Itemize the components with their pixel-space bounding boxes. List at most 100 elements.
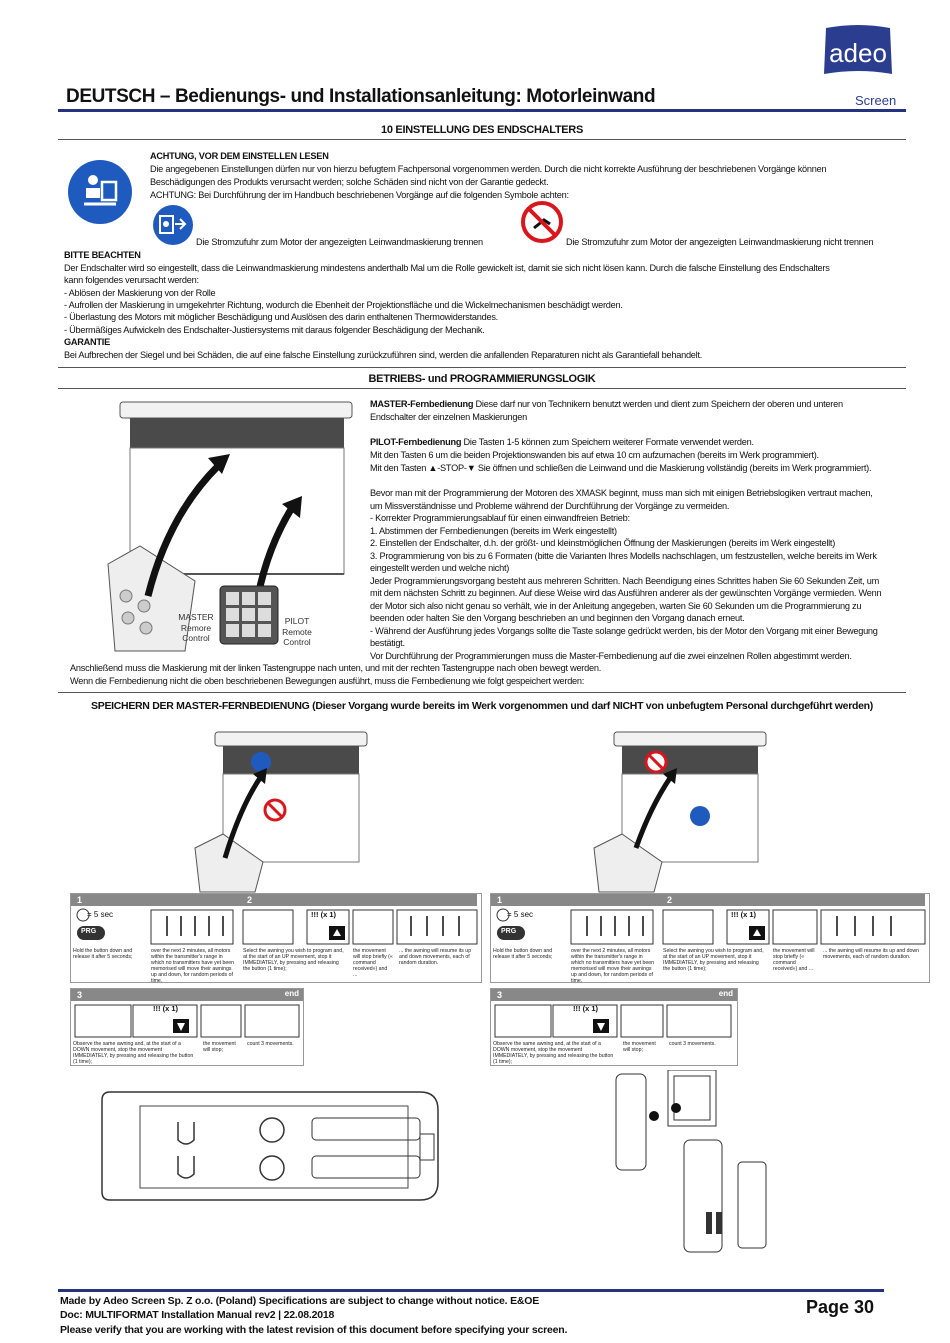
- section-title: SPEICHERN DER MASTER-FERNBEDIENUNG (Dies…: [91, 700, 873, 712]
- note-line: - Übermäßiges Aufwickeln des Endschalter…: [64, 325, 485, 335]
- step-number: 1: [71, 894, 243, 906]
- press-count: !!! (x 1): [153, 1004, 178, 1013]
- attention-line: ACHTUNG: Bei Durchführung der im Handbuc…: [150, 190, 569, 200]
- step-caption: the movement will stop;: [623, 1041, 656, 1053]
- master-remote-label: MASTER Remore Control: [178, 612, 214, 643]
- logic-line: - Korrekter Programmierungsablauf für ei…: [370, 513, 630, 523]
- warranty-text: Bei Aufbrechen der Siegel und bei Schäde…: [64, 350, 703, 360]
- step-caption: ... the awning will resume its up and do…: [823, 948, 920, 960]
- master-text-2: Endschalter der einzelnen Maskierungen: [370, 412, 527, 422]
- logic-line: Vor Durchführung der Programmierungen mu…: [370, 651, 852, 661]
- master-label: MASTER-Fernbedienung: [370, 399, 474, 409]
- logic-line: Jeder Programmierungsvorgang besteht aus…: [370, 576, 880, 586]
- prg-button-label: PRG: [81, 928, 97, 935]
- step-caption: over the next 2 minutes, all motors with…: [571, 948, 655, 984]
- step-number: 2: [241, 894, 477, 906]
- divider: [58, 367, 906, 368]
- pilot-paragraph: PILOT-Fernbedienung Die Tasten 1-5 könne…: [370, 436, 900, 449]
- attention-heading: ACHTUNG, VOR DEM EINSTELLEN LESEN: [150, 151, 329, 161]
- pilot-label: PILOT-Fernbedienung: [370, 437, 462, 447]
- logic-wide-line: Wenn die Fernbedienung nicht die oben be…: [70, 676, 585, 686]
- logic-line: 1. Abstimmen der Fernbedienungen (bereit…: [370, 526, 617, 536]
- note-line: - Überlastung des Motors mit möglicher B…: [64, 312, 498, 322]
- pilot-text: Die Tasten 1-5 können zum Speichern weit…: [461, 437, 755, 447]
- attention-line: Beschädigungen des Produkts verursacht w…: [150, 177, 549, 187]
- screen-illustration-right: [570, 728, 775, 893]
- divider: [58, 139, 906, 140]
- pilot-line: Mit den Tasten ▲-STOP-▼ Sie öffnen und s…: [370, 463, 872, 473]
- step-caption: Select the awning you wish to program an…: [663, 948, 764, 972]
- step-number: 1: [491, 894, 663, 906]
- step-caption: the movement will stop;: [203, 1041, 236, 1053]
- attention-line: Die angegebenen Einstellungen dürfen nur…: [150, 164, 827, 174]
- note-line: - Ablösen der Maskierung von der Rolle: [64, 288, 216, 298]
- step-caption: Observe the same awning and, at the star…: [73, 1041, 194, 1065]
- adeo-logo: adeo: [820, 24, 896, 86]
- logic-line: eingestellt werden und welche nicht): [370, 563, 510, 573]
- do-not-disconnect-icon: [520, 200, 564, 244]
- technician-icon: [68, 160, 132, 224]
- step-caption: over the next 2 minutes, all motors with…: [151, 948, 235, 984]
- step-number: 3: [71, 989, 303, 1001]
- logic-line: Bevor man mit der Programmierung der Mot…: [370, 488, 873, 498]
- step-caption: Select the awning you wish to program an…: [243, 948, 344, 972]
- step-caption: count 3 movements.: [669, 1041, 716, 1047]
- divider: [58, 388, 906, 389]
- logic-line: 3. Programmierung von bis zu 6 Formaten …: [370, 551, 877, 561]
- logic-line: beenden oder halten Sie den Vorgang besc…: [370, 613, 745, 623]
- screen-illustration-left: [165, 728, 370, 893]
- note-line: kann folgendes verursacht werden:: [64, 275, 199, 285]
- step-caption: Observe the same awning and, at the star…: [493, 1041, 614, 1065]
- logic-line: - Während der Ausführung jedes Vorgangs …: [370, 626, 878, 636]
- logic-line: bestätigt.: [370, 638, 405, 648]
- page-title: DEUTSCH – Bedienungs- und Installationsa…: [66, 86, 656, 107]
- step-caption: ... the awning will resume its up and do…: [399, 948, 472, 966]
- pilot-remote-label: PILOT Remote Control: [282, 616, 312, 647]
- step-caption: Hold the button down and release it afte…: [493, 948, 553, 960]
- step-caption: the movement will stop briefly (« comman…: [773, 948, 815, 972]
- prg-button-label: PRG: [501, 928, 517, 935]
- logic-line: mit dem nächsten Schritt zu beginnen. Au…: [370, 588, 882, 598]
- disconnect-power-icon: [152, 204, 194, 246]
- footer-line: Please verify that you are working with …: [60, 1324, 568, 1336]
- press-count: !!! (x 1): [731, 910, 756, 919]
- divider: [58, 692, 906, 693]
- step-caption: count 3 movements.: [247, 1041, 294, 1047]
- warranty-heading: GARANTIE: [64, 337, 110, 347]
- logic-line: 2. Einstellen der Endschalter, d.h. der …: [370, 538, 836, 548]
- end-label: end: [718, 989, 733, 998]
- footer-line: Doc: MULTIFORMAT Installation Manual rev…: [60, 1309, 335, 1321]
- page-number: Page 30: [806, 1297, 875, 1317]
- screen-remote-illustration: [68, 396, 363, 658]
- note-line: - Aufrollen der Maskierung in umgekehrte…: [64, 300, 623, 310]
- footer-line: Made by Adeo Screen Sp. Z o.o. (Poland) …: [60, 1295, 540, 1307]
- remote-battery-compartment-drawing: [100, 1086, 445, 1206]
- step-panel-3-left: 3 end !!! (x 1) Observe the same awning …: [70, 988, 304, 1066]
- pilot-line: Mit den Tasten 6 um die beiden Projektio…: [370, 450, 819, 460]
- master-paragraph: MASTER-Fernbedienung Diese darf nur von …: [370, 398, 900, 411]
- symbol-caption-disconnect: Die Stromzufuhr zum Motor der angezeigte…: [196, 237, 483, 247]
- footer-rule: [58, 1289, 884, 1292]
- logic-line: der Motor sich also nicht genau so verhä…: [370, 601, 862, 611]
- step-number: 2: [661, 894, 925, 906]
- logo-text: adeo: [829, 38, 887, 68]
- step-caption: the movement will stop briefly (« comman…: [353, 948, 393, 978]
- section-title: 10 EINSTELLUNG DES ENDSCHALTERS: [381, 124, 583, 136]
- logic-line: um Missverständnisse und Probleme währen…: [370, 501, 730, 511]
- press-count: !!! (x 1): [311, 910, 336, 919]
- master-text: Diese darf nur von Technikern benutzt we…: [473, 399, 844, 409]
- timer-label: = 5 sec: [507, 910, 534, 919]
- press-count: !!! (x 1): [573, 1004, 598, 1013]
- step-number: 3: [491, 989, 737, 1001]
- step-caption: Hold the button down and release it afte…: [73, 948, 133, 960]
- remote-opening-drawing: [610, 1069, 780, 1260]
- note-line: Der Endschalter wird so eingestellt, das…: [64, 263, 830, 273]
- step-panel-1-2-left: 1 2 = 5 sec PRG !!! (x 1) Hold the butto…: [70, 893, 482, 984]
- logo-subtitle: Screen: [855, 93, 897, 108]
- section-title: BETRIEBS- und PROGRAMMIERUNGSLOGIK: [368, 373, 596, 385]
- symbol-caption-keep: Die Stromzufuhr zum Motor der angezeigte…: [566, 237, 874, 247]
- step-panel-3-right: 3 end !!! (x 1) Observe the same awning …: [490, 988, 738, 1066]
- end-label: end: [284, 989, 299, 998]
- step-panel-1-2-right: 1 2 = 5 sec PRG !!! (x 1) Hold the butto…: [490, 893, 930, 984]
- logic-wide-line: Anschließend muss die Maskierung mit der…: [70, 663, 602, 673]
